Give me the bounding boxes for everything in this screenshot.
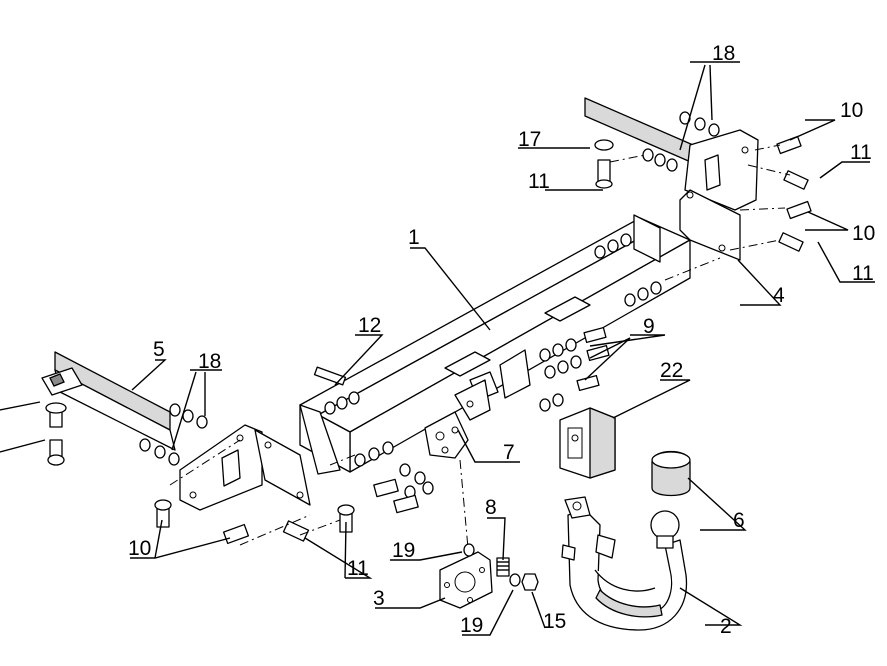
- callout-17: 17: [518, 128, 541, 151]
- leader-lines: [0, 61, 875, 636]
- right-mounting-plate: [679, 129, 759, 261]
- callout-22: 22: [660, 359, 683, 382]
- callout-19-bottom: 19: [460, 614, 483, 637]
- mounting-bracket: [424, 379, 491, 459]
- ball-neck: [561, 496, 688, 631]
- callout-12: 12: [358, 314, 381, 337]
- callout-4: 4: [773, 284, 785, 307]
- assembly-axes: [169, 144, 791, 549]
- electrical-module: [559, 407, 616, 479]
- callout-18-top: 18: [712, 42, 735, 65]
- callout-6: 6: [733, 509, 745, 532]
- callout-9: 9: [643, 315, 655, 338]
- ball-cover: [651, 450, 691, 497]
- callout-8: 8: [485, 496, 497, 519]
- socket-plate: [439, 551, 493, 609]
- left-mounting-plate: [179, 424, 311, 511]
- callout-18-left: 18: [198, 350, 221, 373]
- callout-11-top-center: 11: [528, 170, 550, 193]
- callout-1: 1: [408, 226, 420, 249]
- callout-3: 3: [373, 587, 385, 610]
- crossbar-beam: [299, 214, 691, 475]
- callout-11-bottom: 11: [347, 557, 369, 580]
- left-side-arm: [41, 351, 176, 451]
- callout-10-top-right: 10: [840, 99, 863, 122]
- callout-19-left: 19: [392, 539, 415, 562]
- callout-10-mid-right: 10: [852, 222, 875, 245]
- callout-11-lower-right: 11: [852, 262, 874, 285]
- fasteners: [45, 111, 812, 591]
- callout-11-top-right: 11: [850, 141, 872, 164]
- callout-7: 7: [503, 441, 515, 464]
- callout-labels: 1 2 3 4 5 6 7 8 9 10 10 10 11 11 11 11 1…: [128, 42, 875, 638]
- callout-5: 5: [153, 338, 165, 361]
- callout-2: 2: [720, 615, 732, 638]
- callout-10-left: 10: [128, 537, 151, 560]
- callout-15: 15: [543, 610, 566, 633]
